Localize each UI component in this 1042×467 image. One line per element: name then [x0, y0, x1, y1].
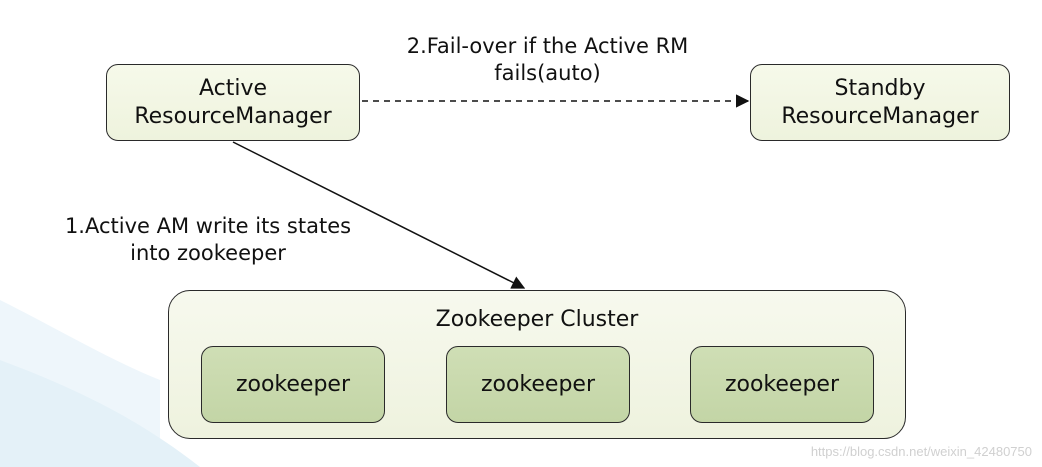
active-rm-line1: Active: [198, 75, 268, 101]
write-label-line1: 1.Active AM write its states: [64, 214, 352, 238]
standby-rm-line2: ResourceManager: [781, 103, 979, 129]
standby-rm-line1: Standby: [834, 75, 926, 101]
write-state-edge-label: 1.Active AM write its states into zookee…: [38, 213, 378, 267]
failover-label-line1: 2.Fail-over if the Active RM: [406, 34, 689, 58]
write-state-arrow: [232, 141, 526, 289]
zookeeper-cluster-title: Zookeeper Cluster: [435, 307, 639, 332]
zookeeper-node-1: zookeeper: [201, 346, 385, 423]
zookeeper-node-2: zookeeper: [446, 346, 630, 423]
failover-edge-label: 2.Fail-over if the Active RM fails(auto): [375, 33, 720, 87]
watermark-url: https://blog.csdn.net/weixin_42480750: [810, 444, 1032, 459]
zookeeper-node-3: zookeeper: [690, 346, 874, 423]
active-resourcemanager-node: Active ResourceManager: [106, 64, 360, 141]
write-label-line2: into zookeeper: [130, 241, 286, 265]
active-rm-line2: ResourceManager: [134, 103, 332, 129]
failover-label-line2: fails(auto): [494, 61, 601, 85]
standby-resourcemanager-node: Standby ResourceManager: [750, 64, 1010, 141]
